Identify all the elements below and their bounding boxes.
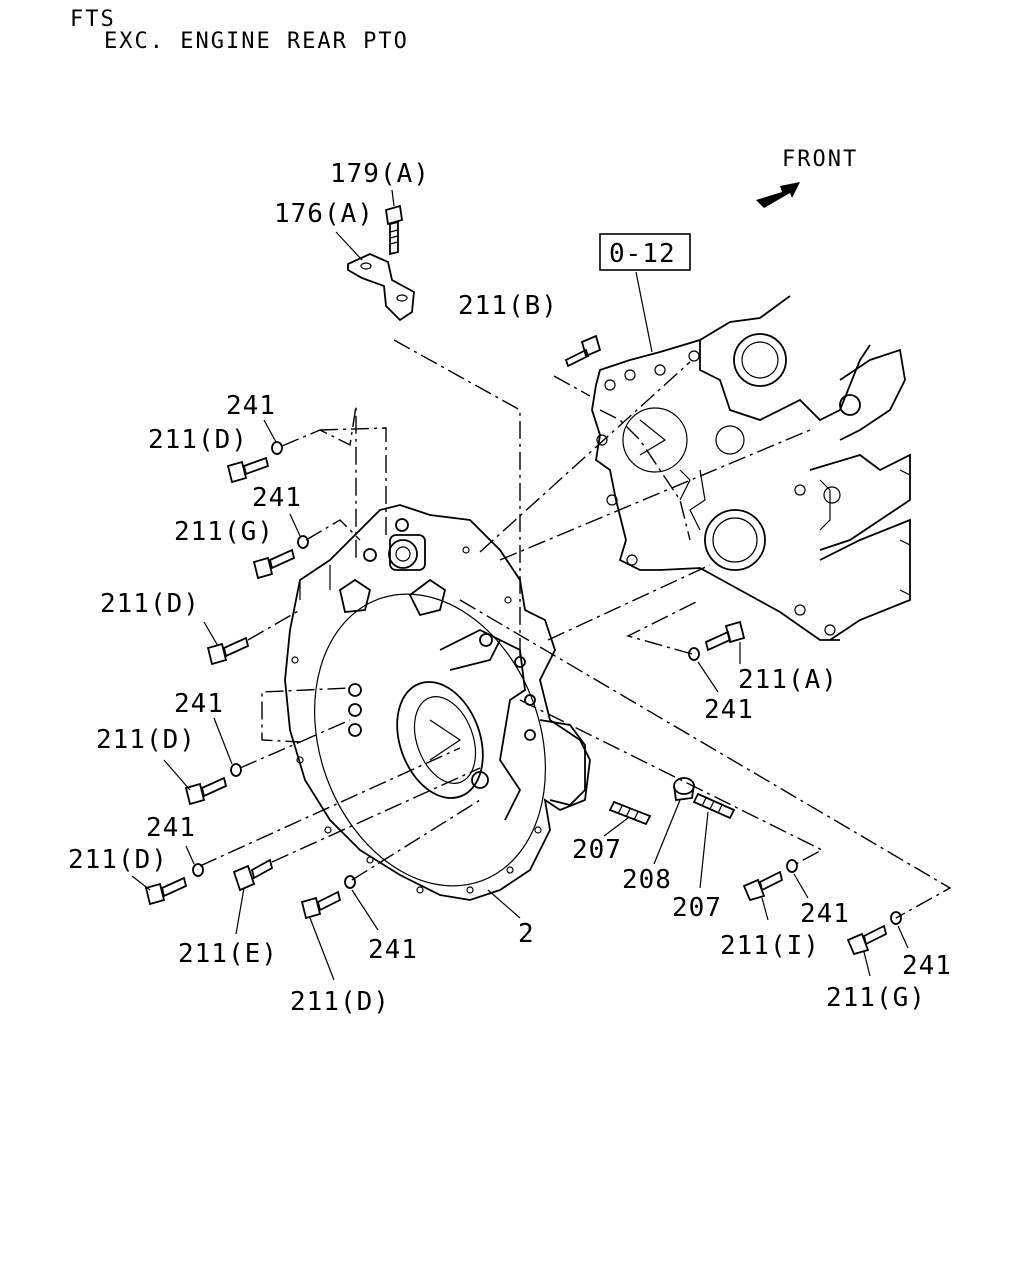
washer-241-4[interactable] (192, 863, 204, 877)
callout-211d-1[interactable]: 211(D) (148, 425, 248, 455)
washer-241-6[interactable] (786, 859, 798, 873)
engine-block (591, 295, 911, 641)
flywheel-housing[interactable] (275, 504, 591, 919)
callout-207-a[interactable]: 207 (572, 835, 622, 865)
callout-176a[interactable]: 176(A) (274, 199, 374, 229)
header-description: EXC. ENGINE REAR PTO (104, 29, 409, 54)
front-direction-label: FRONT (782, 147, 858, 172)
callout-241-3[interactable]: 241 (174, 689, 224, 719)
callout-211d-3[interactable]: 211(D) (96, 725, 196, 755)
callout-241-6[interactable]: 241 (800, 899, 850, 929)
callout-241-7[interactable]: 241 (902, 951, 952, 981)
bolt-211e[interactable] (232, 858, 274, 892)
callout-241-2[interactable]: 241 (252, 483, 302, 513)
reference-leader (635, 271, 653, 353)
washer-241-5[interactable] (344, 875, 356, 889)
stud-207-b[interactable] (692, 792, 736, 820)
bolt-211d-4[interactable] (144, 876, 188, 906)
callout-241-1[interactable]: 241 (226, 391, 276, 421)
bolt-211g-1[interactable] (252, 548, 296, 580)
washer-241-7[interactable] (890, 911, 902, 925)
bolt-211d-5[interactable] (300, 890, 342, 920)
bolt-179a[interactable] (384, 204, 404, 256)
leader-lines (131, 189, 909, 981)
bolt-211d-1[interactable] (226, 456, 270, 484)
reference-box[interactable]: 0-12 (599, 233, 691, 271)
washer-241-8[interactable] (688, 647, 700, 661)
callout-211d-4[interactable]: 211(D) (68, 845, 168, 875)
header-model-code: FTS (70, 7, 116, 32)
bolt-211d-3[interactable] (184, 776, 228, 806)
washer-241-2[interactable] (297, 535, 309, 549)
bolt-211a[interactable] (704, 620, 746, 652)
callout-179a[interactable]: 179(A) (330, 159, 430, 189)
bolt-211g-2[interactable] (846, 924, 888, 956)
callout-211i[interactable]: 211(I) (720, 931, 820, 961)
washer-241-1[interactable] (271, 441, 283, 455)
sleeve-208[interactable] (673, 777, 695, 802)
callout-208[interactable]: 208 (622, 865, 672, 895)
callout-labels: 179(A) 176(A) 211(B) 241 211(D) 241 211(… (68, 159, 952, 1017)
callout-211g-1[interactable]: 211(G) (174, 517, 274, 547)
callout-241-4[interactable]: 241 (146, 813, 196, 843)
washer-241-3[interactable] (230, 763, 242, 777)
callout-211d-2[interactable]: 211(D) (100, 589, 200, 619)
reference-box-label: 0-12 (609, 239, 676, 269)
front-arrow-icon (756, 182, 800, 208)
callout-207-b[interactable]: 207 (672, 893, 722, 923)
callout-211g-2[interactable]: 211(G) (826, 983, 926, 1013)
bracket-176a[interactable] (347, 253, 415, 322)
callout-211d-5[interactable]: 211(D) (290, 987, 390, 1017)
callout-211b[interactable]: 211(B) (458, 291, 558, 321)
callout-2[interactable]: 2 (518, 919, 535, 949)
callout-241-8[interactable]: 241 (704, 695, 754, 725)
bolt-211i[interactable] (742, 870, 784, 902)
bolt-211b[interactable] (564, 334, 602, 368)
stud-207-a[interactable] (608, 800, 652, 826)
callout-211e[interactable]: 211(E) (178, 939, 278, 969)
callout-211a[interactable]: 211(A) (738, 665, 838, 695)
alignment-lines (199, 339, 952, 919)
callout-241-5[interactable]: 241 (368, 935, 418, 965)
bolt-211d-2[interactable] (206, 636, 250, 666)
